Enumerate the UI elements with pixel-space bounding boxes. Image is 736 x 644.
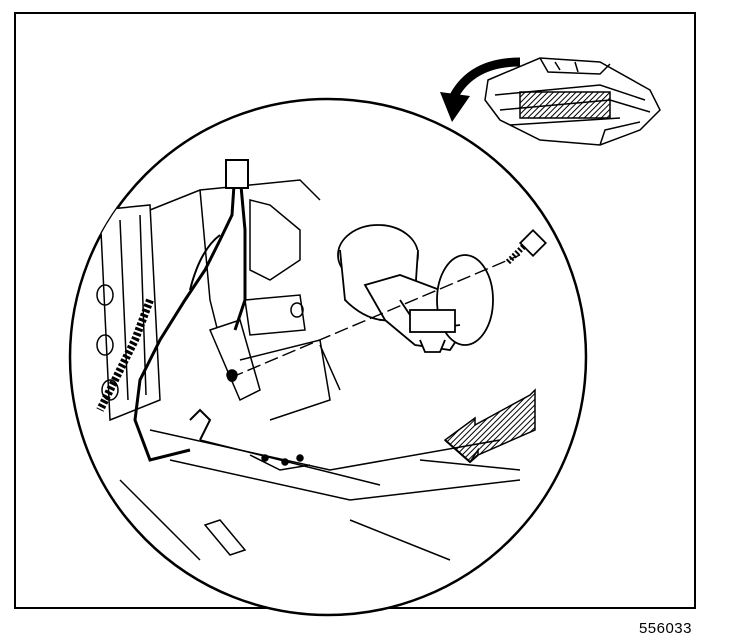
rotate-arrow-icon	[440, 57, 521, 122]
figure-number: 556033	[638, 620, 692, 637]
alignment-line	[229, 254, 521, 379]
engine-compartment-detail	[96, 179, 521, 561]
vehicle-underside-icon	[484, 57, 661, 146]
forward-direction-arrow-icon	[443, 388, 536, 464]
detail-circle	[68, 97, 588, 617]
wiring-harness	[96, 159, 249, 462]
sensor-assembly	[337, 224, 494, 353]
mount-hole	[227, 372, 237, 382]
